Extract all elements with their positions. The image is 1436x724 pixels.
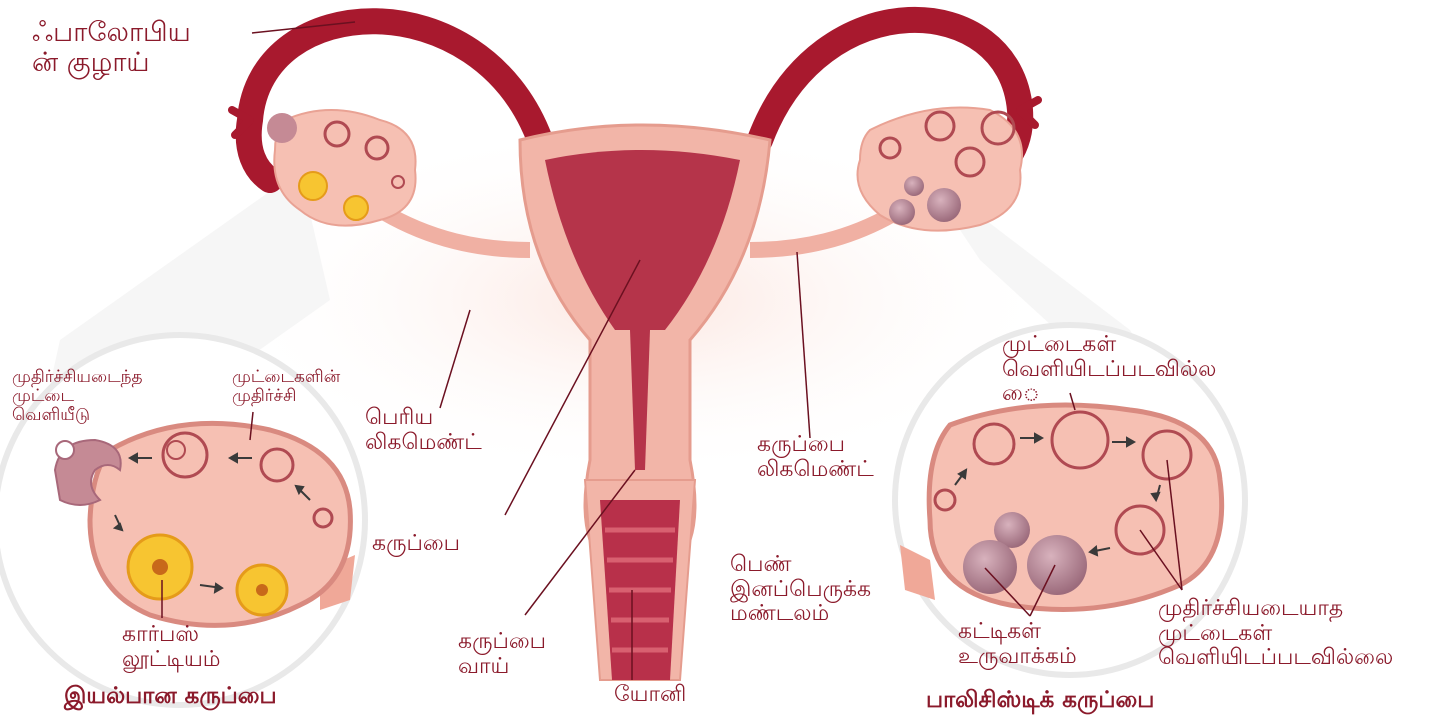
broad-ligament-label: பெரிய லிகமெண்ட் [365,406,482,455]
matured-egg-label: முதிர்ச்சியடைந்த முட்டை வெளியீடு [12,368,143,425]
uterine-ligament-label: கருப்பை லிகமெண்ட் [757,433,874,482]
polycystic-ovary-title: பாலிசிஸ்டிக் கருப்பை [926,688,1154,714]
normal-ovary-title: இயல்பான கருப்பை [64,684,277,710]
released-egg [267,113,297,143]
corpus-luteum-core [256,584,268,596]
fallopian-tube-label: ஃபாலோபிய ன் குழாய் [32,18,191,78]
vagina-label: யோனி [614,683,686,708]
cyst [927,188,961,222]
egg [56,441,74,459]
reproductive-system-label: பெண் இனப்பெருக்க மண்டலம் [730,553,871,627]
cyst [1027,535,1087,595]
eggs-not-released-label: முட்டைகள் வெளியிடப்படவில்ல ை [1002,333,1216,407]
corpus-luteum [299,172,327,200]
egg-maturation-label: முட்டைகளின் முதிர்ச்சி [232,368,340,406]
cyst [904,176,924,196]
corpus-luteum-core [152,559,168,575]
cervix-label: கருப்பை வாய் [458,630,546,679]
cyst [889,199,915,225]
uterus-label: கருப்பை [372,532,460,557]
corpus-luteum-label: கார்பஸ் லூட்டியம் [122,623,221,672]
immature-eggs-label: முதிர்ச்சியடையாத முட்டைகள் வெளியிடப்படவி… [1158,597,1393,671]
normal-ovary [90,423,350,625]
cyst [963,540,1017,594]
cyst-formation-label: கட்டிகள் உருவாக்கம் [958,620,1077,669]
corpus-luteum [344,196,368,220]
